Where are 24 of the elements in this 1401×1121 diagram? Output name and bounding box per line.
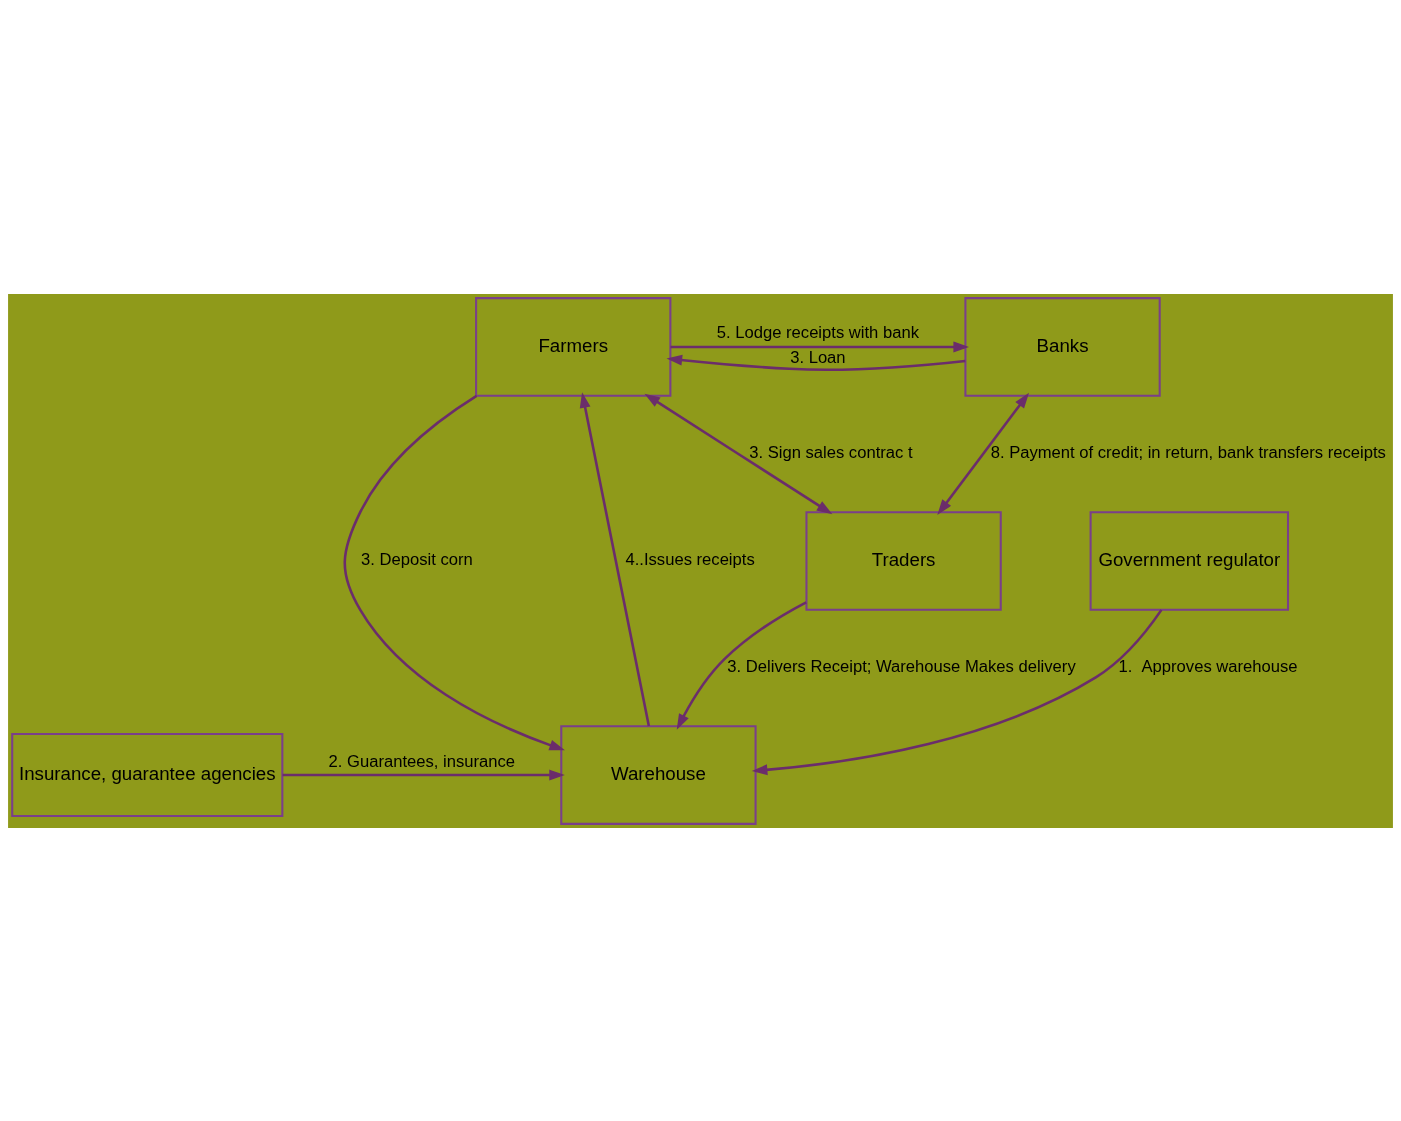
edge-label: 2. Guarantees, insurance: [328, 751, 516, 770]
arrow: [676, 600, 807, 730]
arrow: [670, 341, 969, 352]
node-box: Insurance, guarantee agencies: [11, 732, 284, 817]
node-box: Warehouse: [560, 724, 757, 825]
edge-label: 1. Approves warehouse: [1118, 656, 1298, 676]
edge-label: 3. Delivers Receipt; Warehouse Makes delivery: [727, 656, 1076, 676]
node-box: Farmers: [475, 296, 672, 397]
arrow: [579, 391, 651, 726]
arrow: [644, 393, 833, 514]
edge-label: 8. Payment of credit; in return, bank transfers receipts: [990, 442, 1386, 462]
arrow: [751, 608, 1163, 775]
arrow: [282, 769, 565, 780]
edge-label: 4..Issues receipts: [625, 549, 755, 569]
edge-label: 3. Loan: [790, 347, 846, 367]
arrow: [666, 354, 966, 371]
edge-label: 3. Sign sales contrac t: [749, 442, 913, 462]
edge-label: 5. Lodge receipts with bank: [716, 322, 920, 342]
arrow: [937, 392, 1030, 515]
node-box: Banks: [964, 296, 1161, 397]
edge-label: 3. Deposit corn: [361, 549, 473, 569]
node-box: Traders: [805, 510, 1002, 611]
node-box: Government regulator: [1089, 510, 1290, 611]
arrow: [343, 394, 565, 750]
